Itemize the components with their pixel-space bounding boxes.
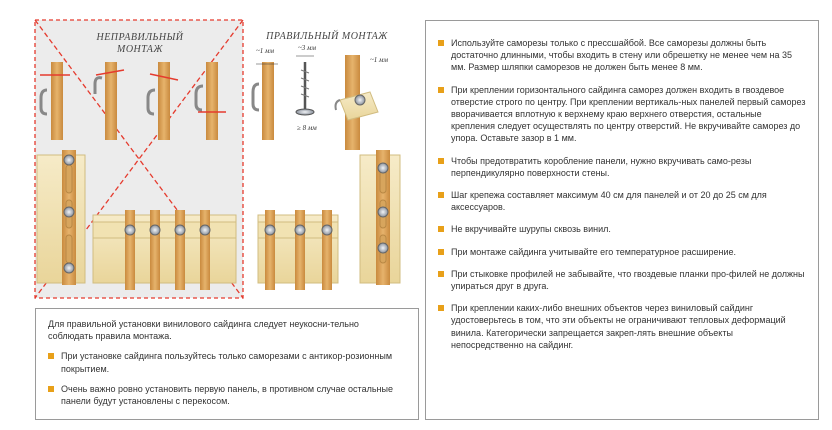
list-item: Шаг крепежа составляет максимум 40 см дл… bbox=[438, 189, 806, 213]
list-item: Чтобы предотвратить коробление панели, н… bbox=[438, 155, 806, 179]
right-stud-detail bbox=[251, 62, 278, 140]
right-vertical-panel bbox=[359, 150, 401, 285]
wrong-stud-1 bbox=[39, 62, 70, 140]
list-item-text: Не вкручивайте шурупы сквозь винил. bbox=[451, 224, 611, 235]
list-item: При креплении горизонтального сайдинга с… bbox=[438, 84, 806, 145]
list-item: Не вкручивайте шурупы сквозь винил. bbox=[438, 223, 806, 235]
list-item-text: При установке сайдинга пользуйтесь тольк… bbox=[61, 351, 393, 374]
intro-box: Для правильной установки винилового сайд… bbox=[35, 308, 419, 420]
rules-box: Используйте саморезы только с прессшайбо… bbox=[425, 20, 819, 420]
list-item-text: Очень важно ровно установить первую пане… bbox=[61, 383, 393, 407]
list-item: При стыковке профилей не забывайте, что … bbox=[438, 268, 806, 292]
wrong-vertical-panel bbox=[36, 150, 86, 285]
right-horizontal-panel bbox=[257, 210, 339, 290]
list-item-text: При креплении горизонтального сайдинга с… bbox=[451, 84, 806, 144]
list-item: Очень важно ровно установить первую пане… bbox=[48, 383, 406, 407]
wrong-stud-3 bbox=[146, 62, 179, 140]
dim-label-2: ~3 мм bbox=[298, 44, 316, 52]
list-item-text: При монтаже сайдинга учитывайте его темп… bbox=[451, 246, 737, 257]
list-item: При монтаже сайдинга учитывайте его темп… bbox=[438, 246, 806, 258]
bullet-icon bbox=[438, 226, 444, 233]
list-item-text: Шаг крепежа составляет максимум 40 см дл… bbox=[451, 190, 767, 213]
wrong-install-caption: НЕПРАВИЛЬНЫЙ МОНТАЖ bbox=[90, 32, 190, 56]
bullet-icon bbox=[438, 157, 444, 164]
wrong-stud-2 bbox=[93, 62, 125, 140]
list-item: Используйте саморезы только с прессшайбо… bbox=[438, 37, 806, 74]
bullet-icon bbox=[438, 40, 444, 46]
screw-detail bbox=[295, 55, 315, 116]
panel-screw-detail bbox=[334, 55, 379, 150]
bullet-icon bbox=[438, 192, 444, 199]
bullet-icon bbox=[438, 270, 444, 277]
bullet-icon bbox=[438, 248, 444, 255]
intro-text: Для правильной установки винилового сайд… bbox=[48, 319, 359, 342]
bullet-icon bbox=[48, 353, 54, 360]
wrong-stud-4 bbox=[194, 62, 226, 140]
bullet-icon bbox=[438, 305, 444, 312]
wrong-horizontal-panel bbox=[92, 210, 237, 290]
list-item-text: Используйте саморезы только с прессшайбо… bbox=[451, 38, 793, 73]
list-item-text: Чтобы предотвратить коробление панели, н… bbox=[451, 155, 752, 178]
list-item-text: При креплении каких-либо внешних объекто… bbox=[451, 303, 786, 350]
dim-label-3: ~1 мм bbox=[370, 56, 388, 64]
wrong-caption-line2: МОНТАЖ bbox=[117, 44, 163, 55]
list-item: При креплении каких-либо внешних объекто… bbox=[438, 302, 806, 351]
right-install-caption: ПРАВИЛЬНЫЙ МОНТАЖ bbox=[266, 31, 388, 42]
dim-label-4: ≥ 8 мм bbox=[297, 124, 317, 132]
list-item-text: При стыковке профилей не забывайте, что … bbox=[451, 268, 805, 292]
wrong-caption-line1: НЕПРАВИЛЬНЫЙ bbox=[96, 32, 184, 43]
list-item: При установке сайдинга пользуйтесь тольк… bbox=[48, 350, 406, 374]
bullet-icon bbox=[48, 385, 54, 392]
bullet-icon bbox=[438, 86, 444, 93]
dim-label-1: ~1 мм bbox=[256, 47, 274, 55]
installation-illustration bbox=[34, 19, 401, 299]
